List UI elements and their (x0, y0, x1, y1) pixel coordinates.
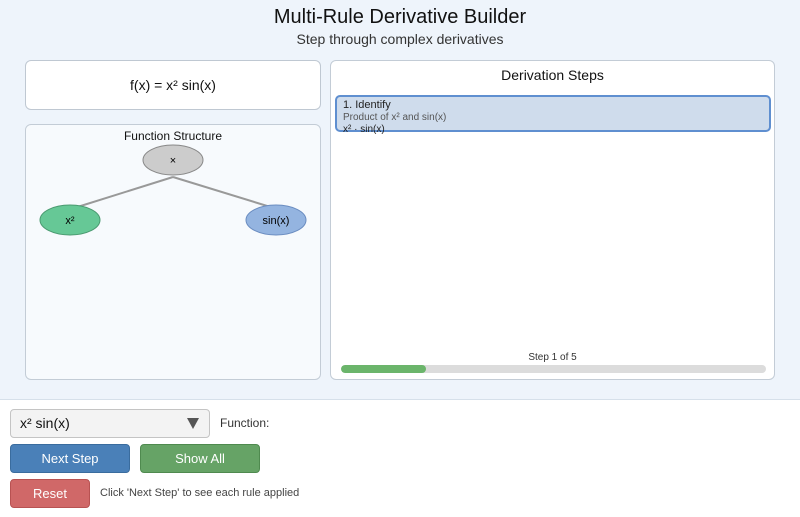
tree-edge-left (70, 176, 174, 210)
tree-node-right[interactable] (245, 204, 307, 236)
tree-node-left[interactable] (39, 204, 101, 236)
progress-bar (341, 365, 766, 373)
tree-node-left-label: x² (65, 215, 75, 227)
structure-title: Function Structure (123, 129, 223, 143)
function-select-value: x² sin(x) (20, 415, 70, 431)
tree-node-root-label: × (170, 155, 176, 167)
function-expression: f(x) = x² sin(x) (130, 77, 216, 93)
reset-button[interactable]: Reset (10, 479, 90, 508)
step-card[interactable]: 1. Identify Product of x² and sin(x) x² … (335, 95, 771, 135)
progress-fill (341, 365, 426, 373)
tree-edge-right (172, 176, 278, 210)
hint-text: Click 'Next Step' to see each rule appli… (100, 487, 300, 499)
page-title: Multi-Rule Derivative Builder (273, 6, 527, 28)
show-all-button[interactable]: Show All (140, 444, 260, 473)
chevron-down-icon (187, 418, 199, 429)
structure-tree: × x² sin(x) (39, 144, 307, 236)
step-name: 1. Identify (343, 99, 391, 111)
tree-node-root[interactable] (142, 144, 204, 176)
function-display: f(x) = x² sin(x) (25, 60, 321, 110)
function-select[interactable]: x² sin(x) (10, 409, 210, 438)
derivation-steps-panel: Derivation Steps 1. Identify Product of … (330, 60, 775, 380)
function-structure-panel: Function Structure × x² sin(x) (25, 124, 321, 380)
builder-panel: Multi-Rule Derivative Builder Step throu… (0, 0, 800, 400)
function-label: Function: (220, 416, 270, 430)
step-description: Product of x² and sin(x) (343, 112, 447, 123)
step-counter: Step 1 of 5 (528, 352, 577, 363)
step-expression: x² · sin(x) (343, 124, 385, 135)
tree-node-right-label: sin(x) (263, 215, 290, 227)
page-subtitle: Step through complex derivatives (296, 31, 504, 47)
steps-title: Derivation Steps (501, 67, 604, 83)
next-step-button[interactable]: Next Step (10, 444, 130, 473)
